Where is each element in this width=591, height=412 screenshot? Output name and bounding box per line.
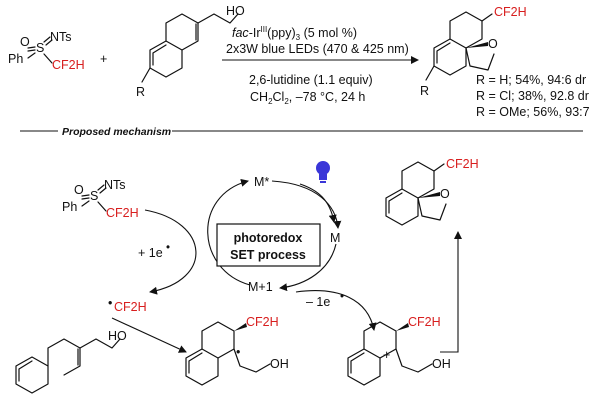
nts-label: NTs xyxy=(50,30,72,44)
radical-cf2h: CF2H xyxy=(114,300,147,314)
sulfoximine-reagent: Ph S O NTs CF2H xyxy=(8,30,85,72)
product-cf2h-label: CF2H xyxy=(494,5,527,19)
svg-text:S: S xyxy=(90,189,98,203)
mech-reagent: Ph S O NTs CF2H xyxy=(62,178,139,220)
svg-text:O: O xyxy=(440,187,450,201)
minus-electron-label: – 1e xyxy=(306,295,330,309)
solvent-text: CH2Cl2, –78 °C, 24 h xyxy=(250,90,365,106)
svg-text:O: O xyxy=(74,183,84,197)
box-line1: photoredox xyxy=(234,231,303,245)
svg-text:Ph: Ph xyxy=(62,200,77,214)
cation-intermediate: CF2H + OH xyxy=(347,315,451,386)
m-label: M xyxy=(330,231,340,245)
r-group-label: R xyxy=(136,85,145,99)
svg-text:HO: HO xyxy=(108,329,127,343)
catalyst-text: fac-IrIII(ppy)3 (5 mol %) xyxy=(232,25,357,42)
m-star-label: M* xyxy=(254,175,269,189)
product-molecule: CF2H O R R = H; 54%, 94:6 dr R = Cl; 38%… xyxy=(420,5,591,119)
product-oxygen-label: O xyxy=(488,37,498,51)
photoredox-cycle: M* M M+1 photoredox SET process xyxy=(207,175,342,294)
section-divider: Proposed mechanism xyxy=(20,126,583,138)
result-h: R = H; 54%, 94:6 dr xyxy=(476,73,586,87)
section-title: Proposed mechanism xyxy=(62,126,171,138)
svg-text:CF2H: CF2H xyxy=(408,315,441,329)
m-plus-label: M+1 xyxy=(248,280,273,294)
light-text: 2x3W blue LEDs (470 & 425 nm) xyxy=(226,42,409,56)
cf2h-label: CF2H xyxy=(52,58,85,72)
plus-sign: + xyxy=(100,52,107,66)
radical-dot: • xyxy=(108,296,112,310)
svg-text:+: + xyxy=(383,348,390,362)
svg-text:CF2H: CF2H xyxy=(446,157,479,171)
svg-text:CF2H: CF2H xyxy=(106,206,139,220)
radical-intermediate: CF2H • OH xyxy=(185,315,289,386)
hydroxyl-label: HO xyxy=(226,4,245,18)
substrate-molecule: HO R xyxy=(136,4,245,99)
phenyl-label: Ph xyxy=(8,52,23,66)
electron-dot-b: • xyxy=(340,291,344,303)
product-r-label: R xyxy=(420,84,429,98)
mech-product: CF2H O xyxy=(385,157,479,226)
sulfur-label: S xyxy=(36,41,44,55)
box-line2: SET process xyxy=(230,248,306,262)
light-bulb-icon xyxy=(316,161,330,183)
photoredox-box xyxy=(216,223,321,267)
oxygen-label: O xyxy=(20,35,30,49)
mech-substrate: HO xyxy=(15,329,127,394)
plus-electron-label: + 1e xyxy=(138,246,163,260)
svg-text:•: • xyxy=(236,345,240,359)
svg-text:CF2H: CF2H xyxy=(246,315,279,329)
result-cl: R = Cl; 38%, 92.8 dr xyxy=(476,89,589,103)
reaction-conditions: fac-IrIII(ppy)3 (5 mol %) 2x3W blue LEDs… xyxy=(222,25,419,106)
electron-dot-a: • xyxy=(166,242,170,254)
result-ome: R = OMe; 56%, 93:7 dr xyxy=(476,105,591,119)
svg-text:OH: OH xyxy=(432,357,451,371)
svg-text:OH: OH xyxy=(270,357,289,371)
svg-text:NTs: NTs xyxy=(104,178,126,192)
base-text: 2,6-lutidine (1.1 equiv) xyxy=(249,73,373,87)
